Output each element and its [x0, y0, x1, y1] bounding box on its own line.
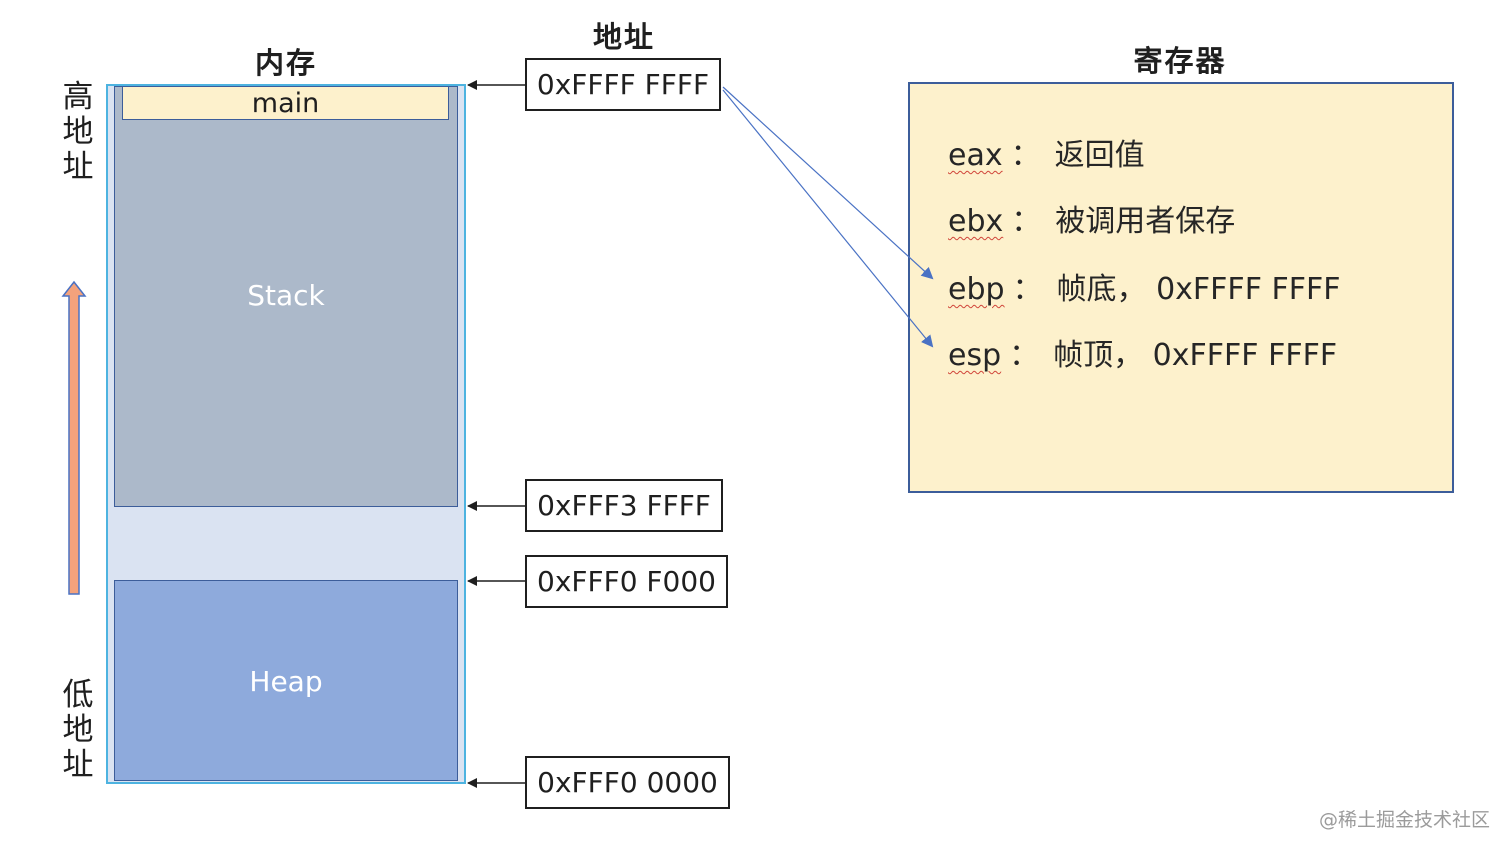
link-to-esp: [722, 89, 934, 348]
register-name: esp: [948, 338, 1002, 373]
register-row-eax: eax： 返回值: [948, 130, 1145, 174]
heap-region: Heap: [114, 580, 458, 781]
register-desc: 帧顶， 0xFFFF FFFF: [1053, 338, 1338, 373]
register-name: ebp: [948, 272, 1005, 307]
heap-label: Heap: [249, 665, 323, 698]
register-desc: 帧底， 0xFFFF FFFF: [1056, 272, 1341, 307]
register-colon: ：: [1011, 204, 1042, 239]
high-address-label: 高地址: [62, 79, 94, 185]
register-desc: 被调用者保存: [1055, 204, 1236, 239]
watermark: @稀土掘金技术社区: [1318, 809, 1490, 831]
low-address-label: 低地址: [62, 677, 94, 783]
registers-title: 寄存器: [1133, 44, 1227, 78]
address-box-top: 0xFFFF FFFF: [525, 58, 721, 111]
link-to-ebp: [722, 86, 934, 280]
register-name: ebx: [948, 204, 1004, 239]
register-row-ebp: ebp： 帧底， 0xFFFF FFFF: [948, 264, 1341, 308]
register-colon: ：: [1009, 338, 1040, 373]
address-box-bottom: 0xFFF0 0000: [525, 756, 730, 809]
stack-region: Stack: [114, 86, 458, 507]
register-row-esp: esp： 帧顶， 0xFFFF FFFF: [948, 330, 1337, 374]
up-arrow-icon: [61, 280, 87, 595]
register-desc: 返回值: [1054, 138, 1145, 173]
register-colon: ：: [1010, 138, 1041, 173]
register-name: eax: [948, 138, 1003, 173]
address-box-heap-top: 0xFFF0 F000: [525, 555, 728, 608]
address-box-stack-bottom: 0xFFF3 FFFF: [525, 479, 723, 532]
stack-label: Stack: [247, 279, 325, 312]
address-title: 地址: [592, 20, 655, 54]
memory-title: 内存: [254, 46, 317, 80]
main-frame: main: [122, 86, 449, 120]
register-colon: ：: [1012, 272, 1043, 307]
register-row-ebx: ebx： 被调用者保存: [948, 196, 1235, 240]
register-panel: eax：返回值 ebx：被调用者保存 ebp：帧底， 0xFFFF FFFF e…: [908, 82, 1454, 493]
